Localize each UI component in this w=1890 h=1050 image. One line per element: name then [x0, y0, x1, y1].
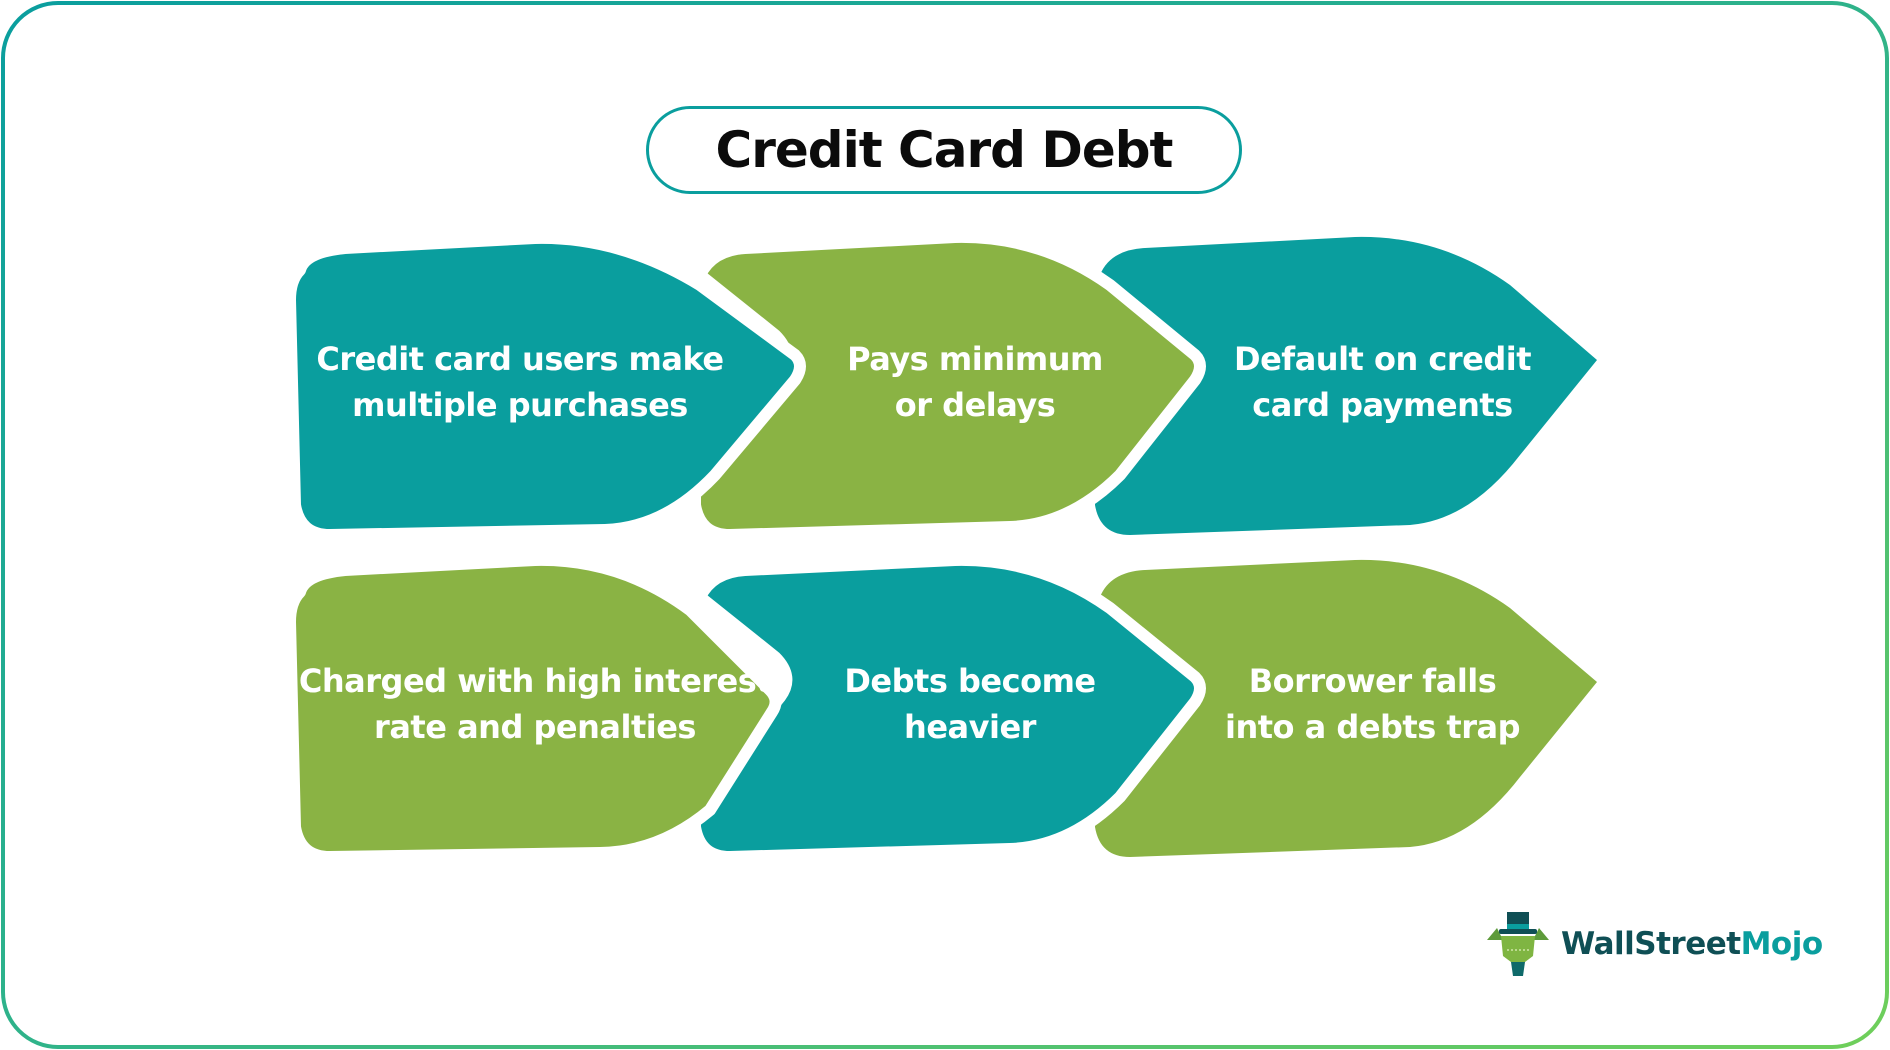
- step-shape-6: [1095, 559, 1597, 857]
- bull-with-top-hat-icon: [1487, 912, 1549, 976]
- page-title: Credit Card Debt: [715, 121, 1174, 179]
- title-pill: Credit Card Debt: [646, 106, 1242, 194]
- step-label-2: Pays minimum or delays: [847, 340, 1103, 424]
- step-shape-1: [284, 231, 806, 541]
- step-label-4: Charged with high interest rate and pena…: [298, 662, 772, 746]
- step-label-1: Credit card users make multiple purchase…: [316, 340, 724, 424]
- step-label-3: Default on credit card payments: [1234, 340, 1532, 424]
- step-shape-4: [284, 553, 782, 863]
- step-shape-3: [1095, 236, 1597, 535]
- logo-wordmark: WallStreetMojo: [1561, 926, 1823, 962]
- step-label-6: Borrower falls into a debts trap: [1225, 662, 1520, 746]
- wallstreetmojo-logo: WallStreetMojo: [1483, 910, 1823, 978]
- step-label-5: Debts become heavier: [844, 662, 1096, 746]
